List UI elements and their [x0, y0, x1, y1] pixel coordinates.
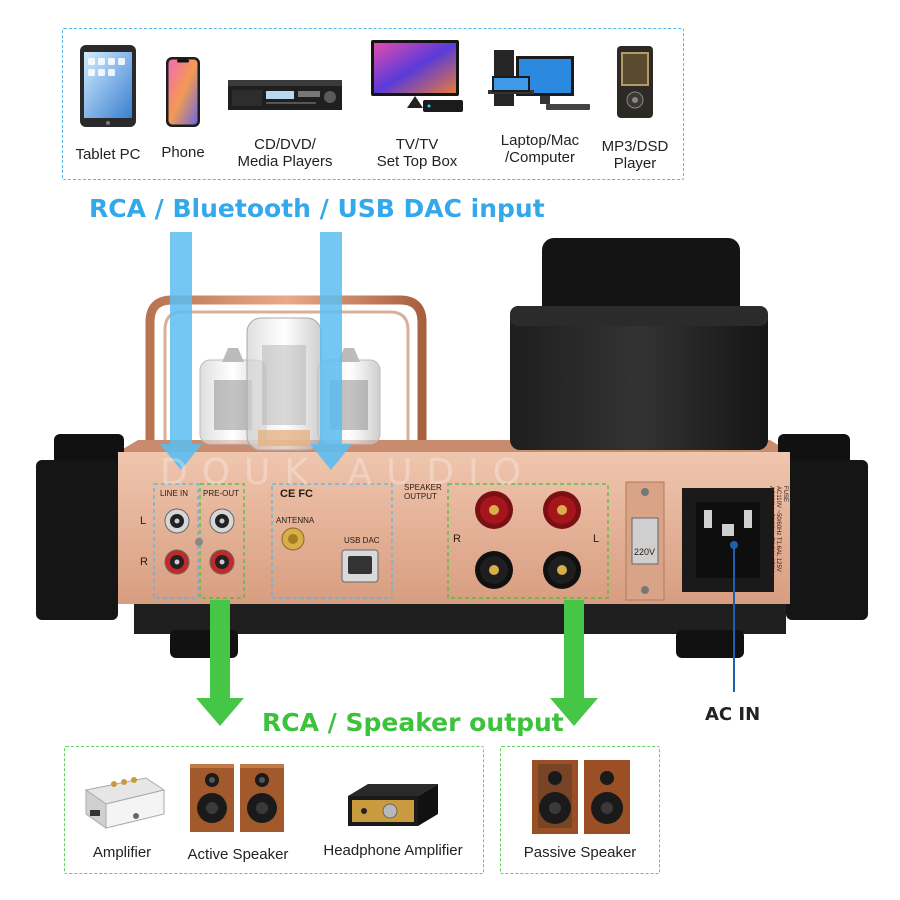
- antenna-connector: [281, 527, 305, 551]
- pre-out-label: PRE-OUT: [203, 489, 239, 498]
- input-device-tablet: Tablet PC: [66, 44, 150, 163]
- media-player-icon: [228, 80, 342, 110]
- amplifier-icon: [84, 777, 166, 829]
- output-title: RCA / Speaker output: [262, 708, 564, 737]
- mp3-player-icon: [617, 46, 653, 118]
- cert-marks: CE FC: [280, 488, 313, 500]
- input-title: RCA / Bluetooth / USB DAC input: [89, 194, 545, 223]
- tablet-label: Tablet PC: [75, 146, 141, 163]
- panel-watermark: DOUK AUDIO: [160, 452, 536, 493]
- computer-icon: [488, 50, 590, 110]
- channel-r-label: R: [140, 556, 148, 568]
- vacuum-tube-center: [246, 317, 322, 451]
- tablet-icon: [80, 45, 136, 127]
- input-device-computer: Laptop/Mac/Computer: [486, 46, 594, 166]
- active-speaker-icon: [190, 764, 284, 832]
- output-devices-box: [64, 746, 484, 874]
- speaker-r-label: R: [453, 533, 461, 545]
- tv-icon: [371, 40, 463, 112]
- headphone-amplifier-icon: [348, 784, 438, 826]
- rca-pre-out-l: [209, 508, 235, 534]
- active-speaker-label: Active Speaker: [187, 846, 289, 863]
- input-devices-box: [62, 28, 684, 180]
- usb-dac-port: [341, 549, 379, 583]
- passive-speaker-label: Passive Speaker: [523, 844, 637, 861]
- phone-icon: [166, 57, 200, 127]
- media-player-label: CD/DVD/Media Players: [237, 136, 333, 170]
- passive-speaker-box: [500, 746, 660, 874]
- speaker-terminal-l-minus: [543, 551, 581, 589]
- ac-in-label: AC IN: [705, 704, 761, 725]
- line-in-label: LINE IN: [160, 489, 189, 498]
- speaker-terminal-r-plus: [475, 491, 513, 529]
- phone-label: Phone: [161, 144, 205, 161]
- speaker-l-label: L: [593, 533, 600, 545]
- output-device-headphone-amplifier: Headphone Amplifier: [308, 780, 478, 859]
- rca-line-in-l: [164, 508, 190, 534]
- speaker-terminal-l-plus: [543, 491, 581, 529]
- output-device-passive-speaker: Passive Speaker: [508, 758, 652, 861]
- voltage-label: 220V: [634, 547, 656, 557]
- input-device-phone: Phone: [150, 56, 216, 161]
- passive-speaker-icon: [532, 760, 630, 834]
- speaker-terminal-r-minus: [475, 551, 513, 589]
- amplifier-label: Amplifier: [92, 844, 152, 861]
- headphone-amplifier-label: Headphone Amplifier: [323, 842, 463, 859]
- computer-label: Laptop/Mac/Computer: [500, 132, 580, 166]
- usb-dac-label: USB DAC: [344, 536, 380, 545]
- output-device-active-speaker: Active Speaker: [176, 762, 300, 863]
- antenna-label: ANTENNA: [276, 516, 315, 525]
- output-device-amplifier: Amplifier: [72, 770, 172, 861]
- rca-pre-out-r: [209, 549, 235, 575]
- channel-l-label: L: [140, 515, 147, 527]
- input-device-media-player: CD/DVD/Media Players: [224, 78, 346, 170]
- rca-line-in-r: [164, 549, 190, 575]
